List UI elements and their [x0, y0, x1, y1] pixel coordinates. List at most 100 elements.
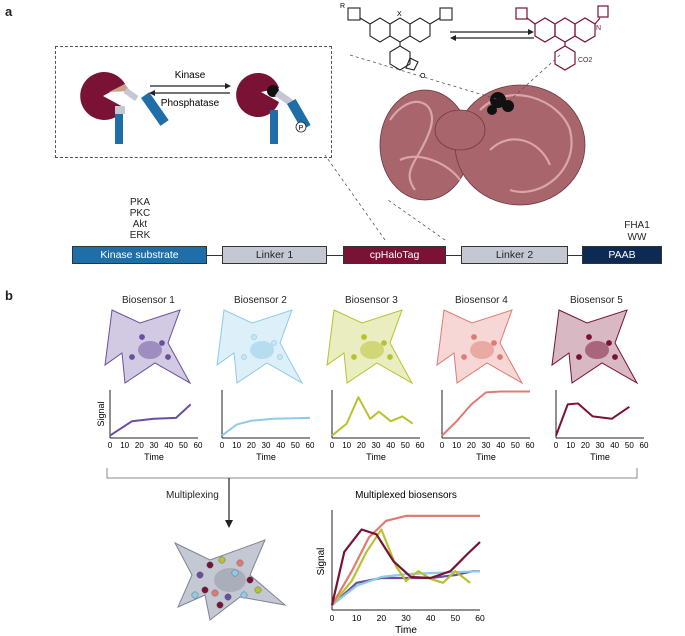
- multiplex-bracket: [106, 468, 638, 528]
- kinase-switch-box: [55, 46, 332, 158]
- plot-tick-label: 20: [467, 441, 476, 450]
- chart-tick-label: 60: [475, 613, 485, 623]
- plot-line-4: [441, 390, 530, 437]
- cell-nucleus-3: [360, 341, 384, 359]
- kinase-item: PKA: [129, 197, 150, 208]
- plot-line-1: [109, 403, 192, 437]
- biosensor-1-label: Biosensor 1: [122, 295, 175, 306]
- plot-tick-label: 0: [108, 441, 113, 450]
- plot-tick-label: 0: [554, 441, 559, 450]
- plot-tick-label: 60: [526, 441, 535, 450]
- plot-tick-label: 0: [220, 441, 225, 450]
- cell-dot: [576, 354, 582, 360]
- linker1-bar: Linker 1: [222, 246, 327, 264]
- chart-tick-label: 50: [451, 613, 461, 623]
- plot-tick-label: 10: [120, 441, 129, 450]
- protein-structure-illustration: [379, 84, 586, 206]
- plot-line-5: [555, 402, 630, 436]
- closed-dye-icon: [347, 7, 453, 71]
- biosensor-5-label: Biosensor 5: [570, 295, 623, 306]
- plot-xlabel: Time: [256, 452, 276, 462]
- cell-dot: [139, 334, 145, 340]
- chart-tick-label: 30: [401, 613, 411, 623]
- chart-title: Multiplexed biosensors: [355, 490, 457, 501]
- plot-tick-label: 20: [247, 441, 256, 450]
- r-label: R: [340, 3, 345, 10]
- paab-domain-item: FHA1: [624, 220, 650, 231]
- plot-tick-label: 60: [194, 441, 203, 450]
- cell-dot: [351, 354, 357, 360]
- plot-tick-label: 50: [511, 441, 520, 450]
- plot-xlabel: Time: [476, 452, 496, 462]
- multiplexing-label: Multiplexing: [166, 490, 219, 501]
- dye-bound-icon: [487, 92, 514, 115]
- linker2-bar: Linker 2: [461, 246, 568, 264]
- plot-tick-label: 20: [357, 441, 366, 450]
- cell-dot: [271, 340, 277, 346]
- cphalotag-bar: cpHaloTag: [343, 246, 446, 264]
- plot-line-2: [221, 416, 311, 437]
- plot-tick-label: 60: [306, 441, 315, 450]
- plot-xlabel: Time: [366, 452, 386, 462]
- paab-bar: PAAB: [582, 246, 662, 264]
- cell-nucleus-5: [585, 341, 609, 359]
- multiplexed-cell-dot: [218, 556, 226, 564]
- halotag-closed-icon: [236, 73, 279, 117]
- panel-label-a: a: [5, 4, 13, 19]
- linker-arm-icon: [123, 88, 139, 101]
- plot-tick-label: 40: [496, 441, 505, 450]
- multiplexed-cell-dot: [224, 593, 232, 601]
- phospho-icon: [295, 121, 307, 133]
- cell-dot: [381, 340, 387, 346]
- co2-label: CO2: [578, 57, 593, 64]
- plot-ylabel: Signal: [96, 401, 106, 426]
- multiplexed-cell-dot: [191, 591, 199, 599]
- multiplexed-cell-dot: [236, 559, 244, 567]
- multiplexed-cell-dot: [201, 586, 209, 594]
- phospho-label: P: [299, 125, 304, 132]
- plot-xlabel: Time: [590, 452, 610, 462]
- plot-tick-label: 50: [291, 441, 300, 450]
- kinase-item: ERK: [129, 230, 151, 241]
- plot-line-3: [331, 396, 414, 437]
- multiplexed-cell-dot: [211, 589, 219, 597]
- x-label: X: [397, 11, 402, 18]
- o-label: O: [420, 73, 426, 80]
- plot-tick-label: 60: [640, 441, 649, 450]
- chart-series-4: [331, 514, 480, 606]
- plot-tick-label: 30: [150, 441, 159, 450]
- connector-lines: [324, 54, 561, 241]
- plot-tick-label: 10: [452, 441, 461, 450]
- multiplexed-cell-dot: [246, 576, 254, 584]
- plot-tick-label: 0: [440, 441, 445, 450]
- cell-nucleus-2: [250, 341, 274, 359]
- chart-ylabel: Signal: [316, 548, 327, 576]
- panel-label-b: b: [5, 288, 13, 303]
- chart-tick-label: 10: [352, 613, 362, 623]
- cell-nucleus-4: [470, 341, 494, 359]
- cell-dot: [586, 334, 592, 340]
- cell-dot: [461, 354, 467, 360]
- kinase-list: PKA PKC Akt ERK: [115, 197, 165, 241]
- kinase-item: Akt: [132, 219, 148, 230]
- kinase-switch-illustration: Kinase Phosphatase P: [80, 70, 311, 144]
- chart-series-3: [331, 528, 471, 606]
- plot-tick-label: 40: [386, 441, 395, 450]
- n-label: N: [596, 25, 601, 32]
- cell-dot: [361, 334, 367, 340]
- chart-tick-label: 20: [377, 613, 387, 623]
- plot-tick-label: 30: [262, 441, 271, 450]
- plot-tick-label: 50: [401, 441, 410, 450]
- multiplexed-cell-dot: [216, 601, 224, 609]
- chart-series-5: [330, 528, 481, 606]
- biosensor-cells: [104, 309, 639, 385]
- multiplexed-cell-nucleus: [214, 568, 246, 592]
- phosphatase-label: Phosphatase: [161, 98, 220, 109]
- plot-tick-label: 40: [164, 441, 173, 450]
- kinase-substrate-bar: Kinase substrate: [72, 246, 207, 264]
- cell-dot: [251, 334, 257, 340]
- cell-dot: [606, 340, 612, 346]
- multiplexed-cell-dot: [240, 591, 248, 599]
- multiplexed-cell-dot: [231, 569, 239, 577]
